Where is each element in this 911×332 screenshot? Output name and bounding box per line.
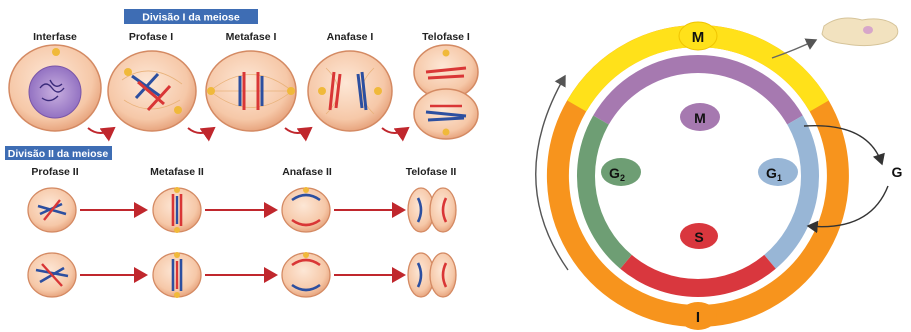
inner-ring-g1 — [770, 120, 810, 262]
differentiated-cell — [822, 18, 898, 46]
label-profase-i: Profase I — [129, 31, 173, 43]
s-label: S — [694, 229, 703, 245]
cell-metafase-i — [206, 51, 296, 131]
inner-ring-s — [626, 262, 770, 288]
division2-title: Divisão II da meiose — [8, 148, 109, 160]
cell-interfase — [9, 45, 101, 131]
meiosis-diagram: Divisão I da meiose Interfase Profase I … — [5, 9, 478, 298]
label-metafase-i: Metafase I — [226, 31, 277, 43]
inner-ring-g2 — [586, 120, 626, 262]
label-anafase-ii: Anafase II — [282, 166, 332, 178]
inner-m-label: M — [694, 110, 706, 126]
cell-profase-i — [108, 51, 196, 131]
row2-bottom — [28, 252, 456, 298]
label-interfase: Interfase — [33, 31, 77, 43]
outer-m-label: M — [692, 29, 705, 46]
cell-telofase-i — [414, 45, 478, 139]
label-telofase-i: Telofase I — [422, 31, 470, 43]
label-metafase-ii: Metafase II — [150, 166, 204, 178]
label-profase-ii: Profase II — [31, 166, 78, 178]
label-anafase-i: Anafase I — [327, 31, 374, 43]
g0-label: G — [892, 164, 903, 180]
row2-top — [28, 187, 456, 233]
division1-title: Divisão I da meiose — [142, 12, 240, 24]
outer-i-label: I — [696, 309, 700, 326]
label-telofase-ii: Telofase II — [406, 166, 457, 178]
cell-anafase-i — [308, 51, 392, 131]
